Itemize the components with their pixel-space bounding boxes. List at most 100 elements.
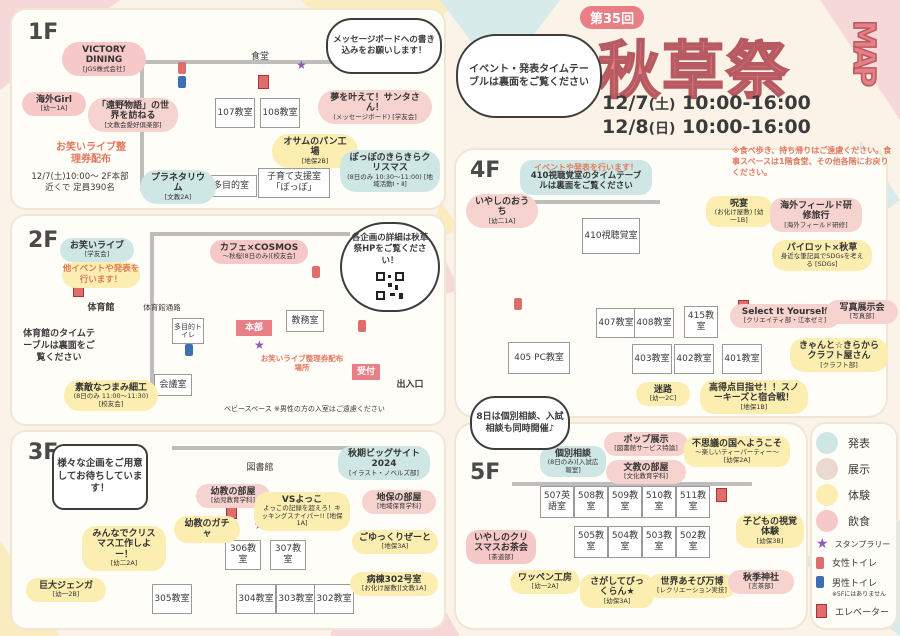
- tag-goyukkuri[interactable]: ごゆっくりぜーと[地保3A]: [352, 530, 438, 554]
- tag-sub: [幼二2A]: [110, 559, 138, 568]
- tag-kotokuten[interactable]: 高得点目指せ！！スノーキーズと宿合戦！[地保1B]: [700, 380, 808, 415]
- room-304[interactable]: 304教室: [236, 584, 276, 614]
- tag-craft[interactable]: きゃんと☆きらからクラフト屋さん[クラフト部]: [790, 338, 888, 373]
- tag-sub: [幼一2A]: [531, 582, 559, 591]
- tag-meiro[interactable]: 迷路[幼一2C]: [636, 382, 690, 406]
- tag-410-timetable[interactable]: イベントや発表を行います！410視聴覚室のタイムテーブルは裏面をご覧ください: [520, 160, 652, 195]
- room-307[interactable]: 307教室: [270, 540, 306, 570]
- room-502[interactable]: 502教室: [676, 526, 710, 558]
- tag-bunkyo-heya[interactable]: 文教の部屋[文化教育学科]: [606, 460, 686, 484]
- legend-taiken: 体験: [816, 484, 870, 506]
- room-407[interactable]: 407教室: [596, 308, 636, 338]
- room-uketsuke[interactable]: 受付: [352, 364, 380, 380]
- date-1: 12/7: [602, 92, 649, 114]
- room-303[interactable]: 303教室: [276, 584, 316, 614]
- room-415[interactable]: 415教室: [684, 306, 718, 338]
- room-honbu[interactable]: 本部: [236, 320, 272, 336]
- time-1: 10:00-16:00: [682, 92, 811, 114]
- room-305[interactable]: 305教室: [152, 584, 192, 614]
- room-302[interactable]: 302教室: [314, 584, 354, 614]
- tag-sub: [幼一2B]: [52, 590, 80, 599]
- room-507[interactable]: 507英語室: [540, 486, 574, 518]
- legend-tenji: 展示: [816, 458, 870, 480]
- tag-chiho-heya[interactable]: 地保の部屋[地域保育学科]: [362, 490, 436, 514]
- legend-label: 展示: [848, 463, 870, 476]
- tag-main: お笑いライブ整理券配布場所: [260, 354, 344, 372]
- room-401[interactable]: 401教室: [722, 344, 762, 374]
- tag-vs-yokko[interactable]: VSよっこよっこの記録を超えろ！キッキングスナイパー!! [地保1A]: [254, 492, 350, 531]
- room-509[interactable]: 509教室: [608, 486, 642, 518]
- female-toilet-icon: [312, 266, 320, 278]
- tag-iyashi-christmas[interactable]: いやしのクリスマスお茶会[茶道部]: [466, 530, 536, 565]
- room-108[interactable]: 108教室: [260, 98, 300, 128]
- qr-info-text: 各企画の詳細は秋草祭HPをご覧ください！: [351, 232, 429, 266]
- message-board-bubble: メッセージボードへの書き込みをお願いします！: [326, 18, 442, 74]
- room-508[interactable]: 508教室: [574, 486, 608, 518]
- tag-poppo[interactable]: ぽっぽのきらきらクリスマス(8日のみ 10:30〜11:00) [地域活動Ⅰ・Ⅱ…: [340, 150, 440, 192]
- tag-aki-jinja[interactable]: 秋季神社[言茶部]: [728, 570, 794, 594]
- tag-sub: [JGS株式会社]: [82, 64, 126, 73]
- tag-yokyo-heya[interactable]: 幼教の部屋[幼児教育学科]: [196, 484, 270, 508]
- room-405[interactable]: 405 PC教室: [508, 342, 570, 374]
- tag-sub: 〜秋桜(8日のみ)[校友会]: [222, 252, 296, 261]
- room-toshokan: 図書館: [246, 462, 274, 473]
- tag-main: お笑いライブ: [69, 241, 124, 251]
- room-510[interactable]: 510教室: [642, 486, 676, 518]
- room-503[interactable]: 503教室: [642, 526, 676, 558]
- tag-fushigi-no-kuni[interactable]: 不思議の国へようこそ〜楽しいティーパーティー〜 [幼保2A]: [684, 436, 790, 468]
- room-tamokuteki[interactable]: 多目的室: [205, 175, 257, 197]
- tag-iyashi-ouchi[interactable]: いやしのおうち[幼二1A]: [466, 194, 538, 229]
- baby-space-note: ベビースペース ※男性の方の入室はご遠慮ください: [224, 405, 385, 413]
- tag-sekai-asobi[interactable]: 世界あそび万博[レクリエーション実技]: [648, 574, 736, 598]
- room-kosodate[interactable]: 子育て支援室「ぽっぽ」: [258, 168, 330, 198]
- tag-sub: [海外フィールド研修]: [784, 220, 848, 229]
- room-306[interactable]: 306教室: [225, 540, 261, 570]
- room-shokudo: 食堂: [250, 51, 269, 62]
- legend-label: 男性トイレ: [832, 579, 878, 589]
- tag-jusou[interactable]: 呪宴(お化け屋敷) [幼一1B]: [706, 196, 772, 228]
- room-505[interactable]: 505教室: [574, 526, 608, 558]
- room-504[interactable]: 504教室: [608, 526, 642, 558]
- tag-victory-dining[interactable]: VICTORY DINING[JGS株式会社]: [62, 42, 146, 77]
- tag-planetarium[interactable]: プラネタリウム[文教2A]: [140, 170, 216, 205]
- tag-main: ワッペン工房: [517, 573, 572, 583]
- tag-kobetsu-sodan[interactable]: 個別相談(8日のみ)[入試広報室]: [540, 446, 606, 478]
- room-410[interactable]: 410視聴覚室: [582, 218, 640, 254]
- tag-jenga[interactable]: 巨大ジェンガ[幼一2B]: [26, 578, 106, 602]
- tag-sub: [お化け屋敷][文教1A]: [361, 584, 427, 593]
- date-line-1: 12/7(土) 10:00-16:00: [602, 92, 811, 114]
- tag-christmas-kousaku[interactable]: みんなでクリスマス工作しよー！[幼二2A]: [82, 526, 166, 571]
- tag-yokyo-gacha[interactable]: 幼教のガチャ: [174, 516, 240, 543]
- tag-pop-tenji[interactable]: ポップ展示[図書館サービス特論]: [604, 432, 688, 456]
- tag-byoto-302[interactable]: 病棟302号室[お化け屋敷][文教1A]: [350, 572, 438, 596]
- star-icon: ★: [816, 536, 829, 552]
- tag-cafe-cosmos[interactable]: カフェ×COSMOS〜秋桜(8日のみ)[校友会]: [210, 240, 308, 264]
- tag-kaigai-field[interactable]: 海外フィールド研修旅行[海外フィールド研修]: [770, 198, 862, 233]
- room-511[interactable]: 511教室: [676, 486, 710, 518]
- legend-male-toilet: 男性トイレ※5Fにはありません: [816, 576, 886, 599]
- tag-wappen[interactable]: ワッペン工房[幼一2A]: [510, 570, 580, 594]
- tag-sub: (お化け屋敷) [幼一1B]: [714, 208, 764, 224]
- tag-natsume[interactable]: 素敵なつまみ細工(8日のみ 11:00〜11:30) [校友会]: [64, 380, 158, 412]
- tag-photo-exhibit[interactable]: 写真展示会[写真部]: [826, 300, 898, 324]
- room-taiikukan[interactable]: 体育館: [87, 302, 115, 313]
- tag-seiriken-basho[interactable]: お笑いライブ整理券配布場所: [252, 352, 352, 375]
- tag-main: 文教の部屋: [623, 463, 669, 473]
- tag-kodomo-shikaku[interactable]: 子どもの視覚体験[幼保3B]: [736, 514, 804, 549]
- tag-select-it-yourself[interactable]: Select It Yourself[クリエイティ部・江本ゼミ]: [730, 304, 840, 328]
- tag-osamu[interactable]: オサムのパン工場[地保2B]: [272, 134, 358, 169]
- tag-pilot[interactable]: パイロット×秋草身近な筆記具でSDGsを考える [SDGs]: [772, 240, 872, 272]
- tag-kaigai-girl[interactable]: 海外Girl[幼一1A]: [22, 92, 86, 116]
- room-403[interactable]: 403教室: [632, 344, 672, 374]
- room-107[interactable]: 107教室: [215, 98, 255, 128]
- room-402[interactable]: 402教室: [674, 344, 714, 374]
- room-408[interactable]: 408教室: [634, 308, 674, 338]
- male-toilet-icon: [816, 576, 824, 588]
- tag-sub: [幼一2C]: [649, 394, 677, 403]
- tag-akikusa-big-site[interactable]: 秋期ビッグサイト2024[イラスト・ノベルズ部]: [338, 446, 430, 481]
- room-deiriguchi[interactable]: 出入口: [396, 379, 424, 390]
- tag-owarai-live[interactable]: お笑いライブ[学友会]: [60, 238, 134, 262]
- tag-yume[interactable]: 夢を叶えて！サンタさん！(メッセージボード) [学友会]: [318, 90, 432, 125]
- tag-sagashite[interactable]: さがしてびっくらん★[幼保3A]: [580, 574, 654, 609]
- tag-tono[interactable]: 「遠野物語」の世界を訪ねる[文教会愛好倶楽部]: [88, 98, 178, 133]
